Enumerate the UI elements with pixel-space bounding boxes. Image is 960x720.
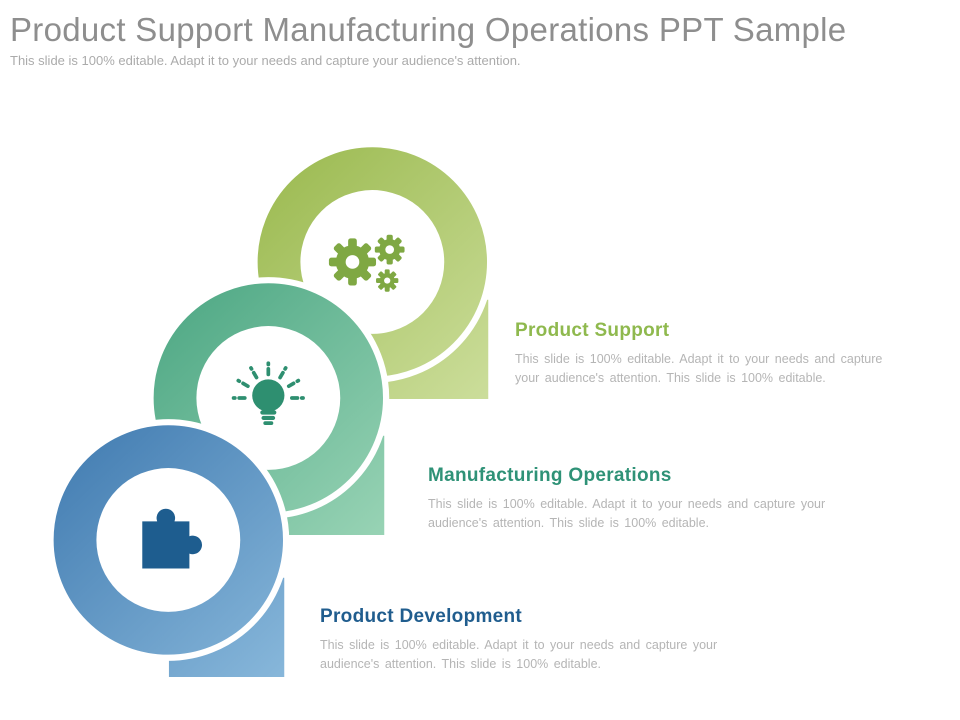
slide-header: Product Support Manufacturing Operations…: [10, 11, 950, 69]
slide-title: Product Support Manufacturing Operations…: [10, 11, 847, 48]
label-heading: Product Development: [320, 606, 523, 627]
label-heading: Manufacturing Operations: [428, 465, 672, 486]
puzzle-icon: [142, 508, 203, 569]
ring-graphic-development: [47, 419, 291, 684]
label-body: This slide is 100% editable. Adapt it to…: [320, 638, 718, 672]
label-product-support: Product Support This slide is 100% edita…: [515, 320, 887, 389]
gears-icon: [328, 234, 405, 292]
lightbulb-rays: [231, 361, 305, 400]
lightbulb-icon: [231, 361, 305, 426]
slide-subtitle: This slide is 100% editable. Adapt it to…: [10, 53, 521, 69]
label-product-development: Product Development This slide is 100% e…: [320, 606, 720, 675]
label-manufacturing-operations: Manufacturing Operations This slide is 1…: [428, 465, 828, 534]
label-heading: Product Support: [515, 320, 670, 341]
label-body: This slide is 100% editable. Adapt it to…: [428, 497, 826, 531]
ring-shape-product-development: [22, 401, 332, 705]
label-body: This slide is 100% editable. Adapt it to…: [515, 352, 883, 386]
